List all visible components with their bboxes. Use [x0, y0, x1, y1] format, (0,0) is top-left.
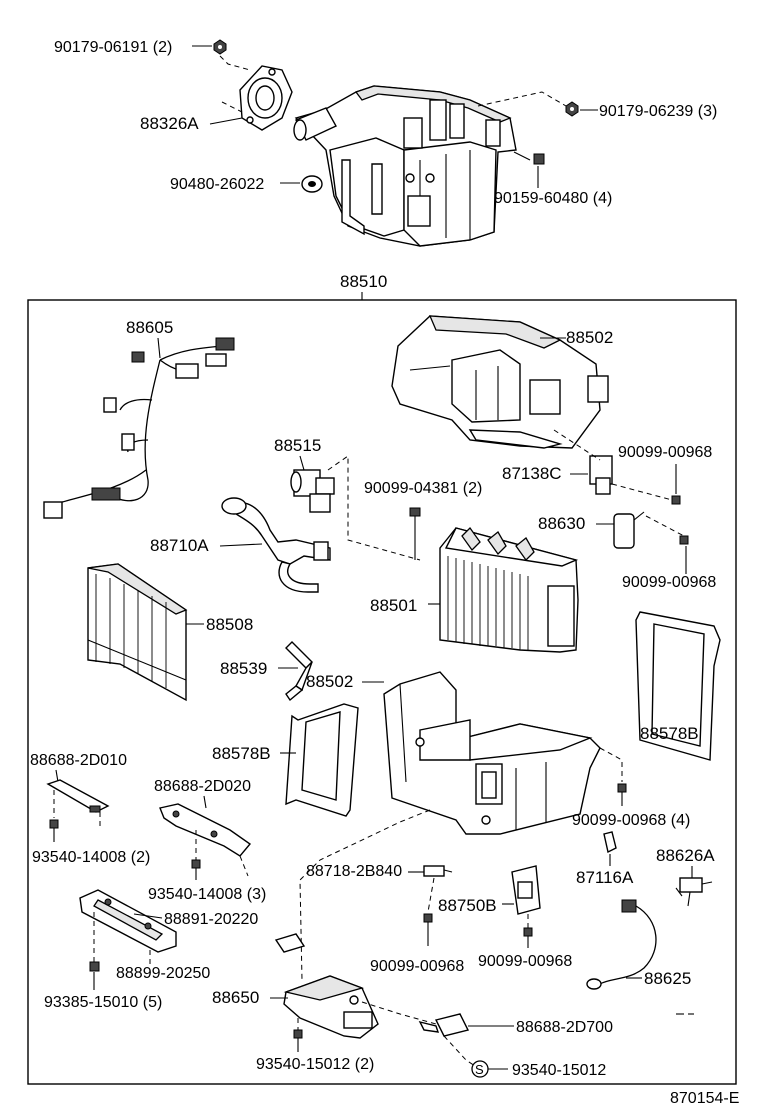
screw-icon — [523, 927, 533, 948]
receiver-88630 — [613, 511, 645, 549]
label-88626A: 88626A — [656, 846, 715, 865]
amplifier-88650 — [283, 975, 379, 1039]
bracket-88688-2D010 — [46, 779, 110, 813]
bolt-icon — [89, 961, 100, 990]
label-88578B-right: 88578B — [640, 724, 699, 743]
supplier-symbol: S — [471, 1060, 489, 1078]
bolt-icon — [191, 859, 201, 880]
label-93540-15012-2: 93540-15012 (2) — [256, 1056, 374, 1073]
clip-87116A — [603, 831, 617, 854]
label-88630: 88630 — [538, 514, 585, 533]
assembly-frame — [27, 299, 737, 1085]
screw-icon — [671, 495, 681, 505]
label-88899-20250: 88899-20250 — [116, 965, 210, 982]
label-88502-top: 88502 — [566, 328, 613, 347]
seal-88578B-right — [635, 611, 721, 761]
label-88502-bottom: 88502 — [306, 672, 353, 691]
label-90099-00968-c: 90099-00968 — [370, 958, 464, 975]
thermistor-88625 — [586, 899, 657, 990]
bolt-icon — [409, 507, 421, 560]
bolt-icon — [293, 1029, 303, 1052]
screw-icon — [679, 535, 689, 545]
nut-icon — [565, 101, 579, 117]
wire-harness-88605 — [43, 337, 235, 519]
label-88650: 88650 — [212, 988, 259, 1007]
bracket-88750B — [511, 865, 541, 915]
lower-case-88502 — [383, 671, 601, 835]
resistor-87138C — [589, 455, 613, 495]
label-90099-00968-d: 90099-00968 — [478, 953, 572, 970]
cooling-unit-body — [293, 85, 517, 247]
label-88891-20220: 88891-20220 — [164, 911, 258, 928]
label-88605: 88605 — [126, 318, 173, 337]
label-88515: 88515 — [274, 436, 321, 455]
cooling-unit-assembly — [192, 39, 598, 247]
label-90099-00968-b: 90099-00968 — [622, 574, 716, 591]
label-88718-2B840: 88718-2B840 — [306, 863, 402, 880]
label-88710A: 88710A — [150, 536, 209, 555]
label-88501: 88501 — [370, 596, 417, 615]
duct-flange-88326A — [239, 65, 293, 131]
label-88688-2D700: 88688-2D700 — [516, 1019, 613, 1036]
label-88578B-left: 88578B — [212, 744, 271, 763]
tape-88891-20220 — [274, 933, 306, 953]
illustration-code: 870154-E — [670, 1090, 739, 1107]
bracket-88688-2D020 — [159, 803, 252, 857]
label-90099-00968-a: 90099-00968 — [618, 444, 712, 461]
clip-88718-2B840 — [423, 865, 453, 877]
label-88510: 88510 — [340, 272, 387, 291]
label-90099-04381: 90099-04381 (2) — [364, 480, 482, 497]
label-93540-15012: 93540-15012 — [512, 1062, 606, 1079]
label-87116A: 87116A — [576, 868, 634, 887]
label-90159-60480: 90159-60480 (4) — [494, 190, 612, 207]
label-88508: 88508 — [206, 615, 253, 634]
label-88688-2D020: 88688-2D020 — [154, 778, 251, 795]
upper-case-88502 — [391, 315, 609, 449]
label-88625: 88625 — [644, 969, 691, 988]
sensor-88626A — [675, 877, 713, 907]
label-93540-14008-3: 93540-14008 (3) — [148, 886, 266, 903]
nut-icon — [213, 39, 227, 55]
label-87138C: 87138C — [502, 464, 562, 483]
filter-88508 — [87, 563, 188, 702]
seal-88578B-left — [285, 703, 359, 817]
label-90179-06191: 90179-06191 (2) — [54, 39, 172, 56]
label-93540-14008-2: 93540-14008 (2) — [32, 849, 150, 866]
expansion-valve-88515 — [290, 469, 335, 513]
label-88539: 88539 — [220, 659, 267, 678]
bracket-88899-20250 — [79, 889, 177, 953]
evaporator-88501 — [439, 526, 579, 653]
label-88750B: 88750B — [438, 896, 497, 915]
supplier-symbol-letter: S — [475, 1062, 484, 1077]
label-88688-2D010: 88688-2D010 — [30, 752, 127, 769]
label-93385-15010: 93385-15010 (5) — [44, 994, 162, 1011]
hose-88539 — [285, 641, 313, 702]
screw-icon — [513, 151, 545, 165]
pipe-88710A — [221, 497, 331, 593]
label-88326A: 88326A — [140, 114, 199, 133]
screw-icon — [617, 783, 627, 806]
bracket-88688-2D700 — [418, 1013, 470, 1037]
screw-icon — [423, 913, 433, 946]
label-90179-06239: 90179-06239 (3) — [599, 103, 717, 120]
label-90099-00968-4: 90099-00968 (4) — [572, 812, 690, 829]
label-90480-26022: 90480-26022 — [170, 176, 264, 193]
bolt-icon — [49, 819, 59, 842]
